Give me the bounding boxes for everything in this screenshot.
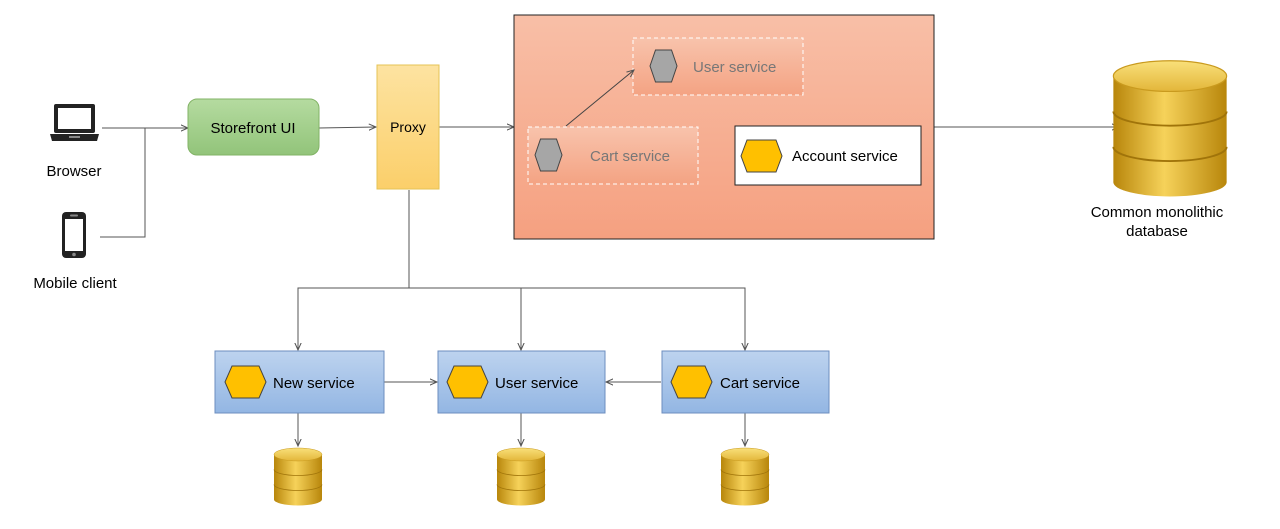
mobile-to-storefront-line — [100, 128, 146, 238]
browser-label: Browser — [46, 163, 101, 180]
storefront-to-proxy-arrow — [318, 127, 376, 128]
proxy-to-new-service-arrow — [298, 190, 410, 350]
monolith-account-service-label: Account service — [792, 148, 898, 165]
monolith-container: User service Cart service Account servic… — [513, 14, 935, 240]
proxy-label: Proxy — [390, 119, 426, 135]
user-service-label: User service — [495, 375, 578, 392]
cart-to-user-migration-arrow — [565, 70, 634, 127]
hexagon-icon — [740, 139, 783, 173]
monolith-user-service-ghost: User service — [632, 37, 804, 96]
common-database-label-line2: database — [1126, 223, 1188, 240]
proxy-to-user-service-arrow — [409, 287, 521, 350]
connectors — [100, 127, 1119, 446]
monolith-cart-service-ghost: Cart service — [527, 126, 699, 185]
smartphone-icon — [62, 212, 86, 258]
proxy-node: Proxy — [376, 64, 440, 190]
laptop-icon — [50, 104, 99, 141]
monolith-account-service: Account service — [734, 125, 922, 186]
storefront-ui-node: Storefront UI — [187, 98, 320, 156]
user-service-node: User service — [437, 350, 606, 414]
common-database-icon — [1112, 59, 1228, 198]
monolith-cart-service-label: Cart service — [590, 148, 670, 165]
new-service-label: New service — [273, 375, 355, 392]
proxy-to-cart-service-arrow — [521, 287, 745, 350]
cart-service-label: Cart service — [720, 375, 800, 392]
hexagon-icon — [670, 365, 713, 399]
user-service-database-icon — [496, 447, 546, 506]
common-database-label-line1: Common monolithic — [1091, 204, 1224, 221]
storefront-ui-label: Storefront UI — [210, 120, 295, 137]
hexagon-icon — [446, 365, 489, 399]
mobile-client-label: Mobile client — [33, 275, 117, 292]
cart-service-database-icon — [720, 447, 770, 506]
hexagon-icon — [224, 365, 267, 399]
new-service-node: New service — [214, 350, 385, 414]
hexagon-icon — [649, 49, 678, 83]
cart-service-node: Cart service — [661, 350, 830, 414]
new-service-database-icon — [273, 447, 323, 506]
monolith-user-service-label: User service — [693, 59, 776, 76]
hexagon-icon — [534, 138, 563, 172]
